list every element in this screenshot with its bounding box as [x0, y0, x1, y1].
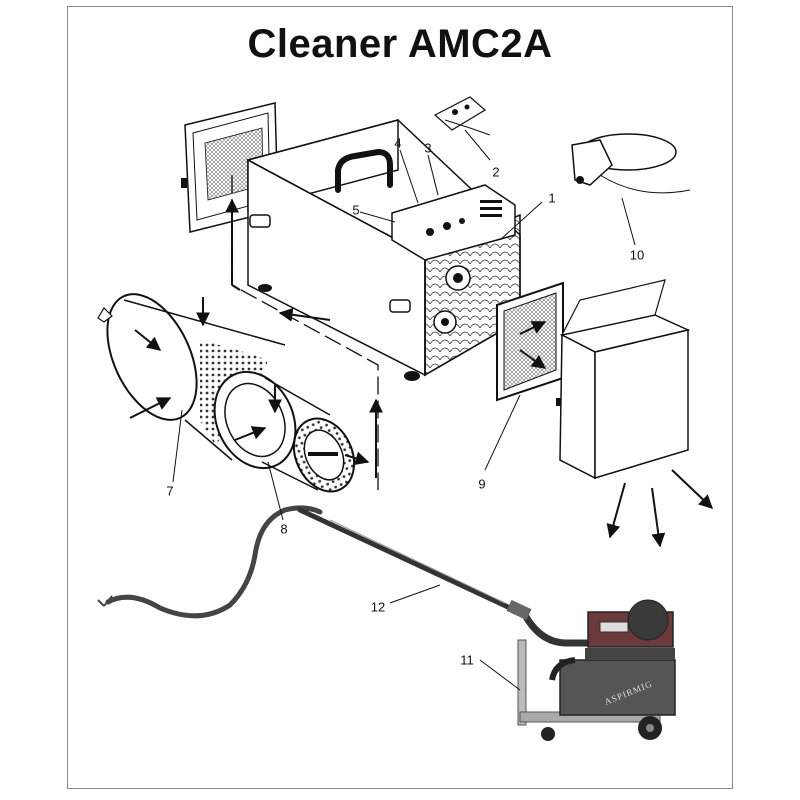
leader-lines: [172, 129, 636, 691]
callout-1: 1: [548, 190, 556, 206]
callout-10: 10: [629, 247, 645, 263]
callout-3: 3: [424, 140, 432, 156]
hose-bracket: [571, 133, 691, 194]
callout-7: 7: [166, 483, 174, 499]
extraction-arm: [97, 505, 594, 647]
callout-11: 11: [460, 652, 474, 668]
callout-4: 4: [394, 135, 402, 151]
cleaner-main-unit: [245, 119, 521, 381]
callout-2: 2: [492, 164, 500, 180]
callout-5: 5: [352, 202, 360, 218]
airflow-path: [231, 175, 379, 490]
control-board: [433, 96, 491, 136]
mobile-extraction-cart: ASPIRMIG: [517, 599, 676, 741]
collection-box: [556, 279, 691, 480]
callout-8: 8: [280, 521, 288, 537]
small-clip: [97, 307, 113, 323]
callout-9: 9: [478, 476, 486, 492]
diagram-title: Cleaner AMC2A: [247, 22, 553, 66]
callout-12: 12: [370, 599, 386, 615]
